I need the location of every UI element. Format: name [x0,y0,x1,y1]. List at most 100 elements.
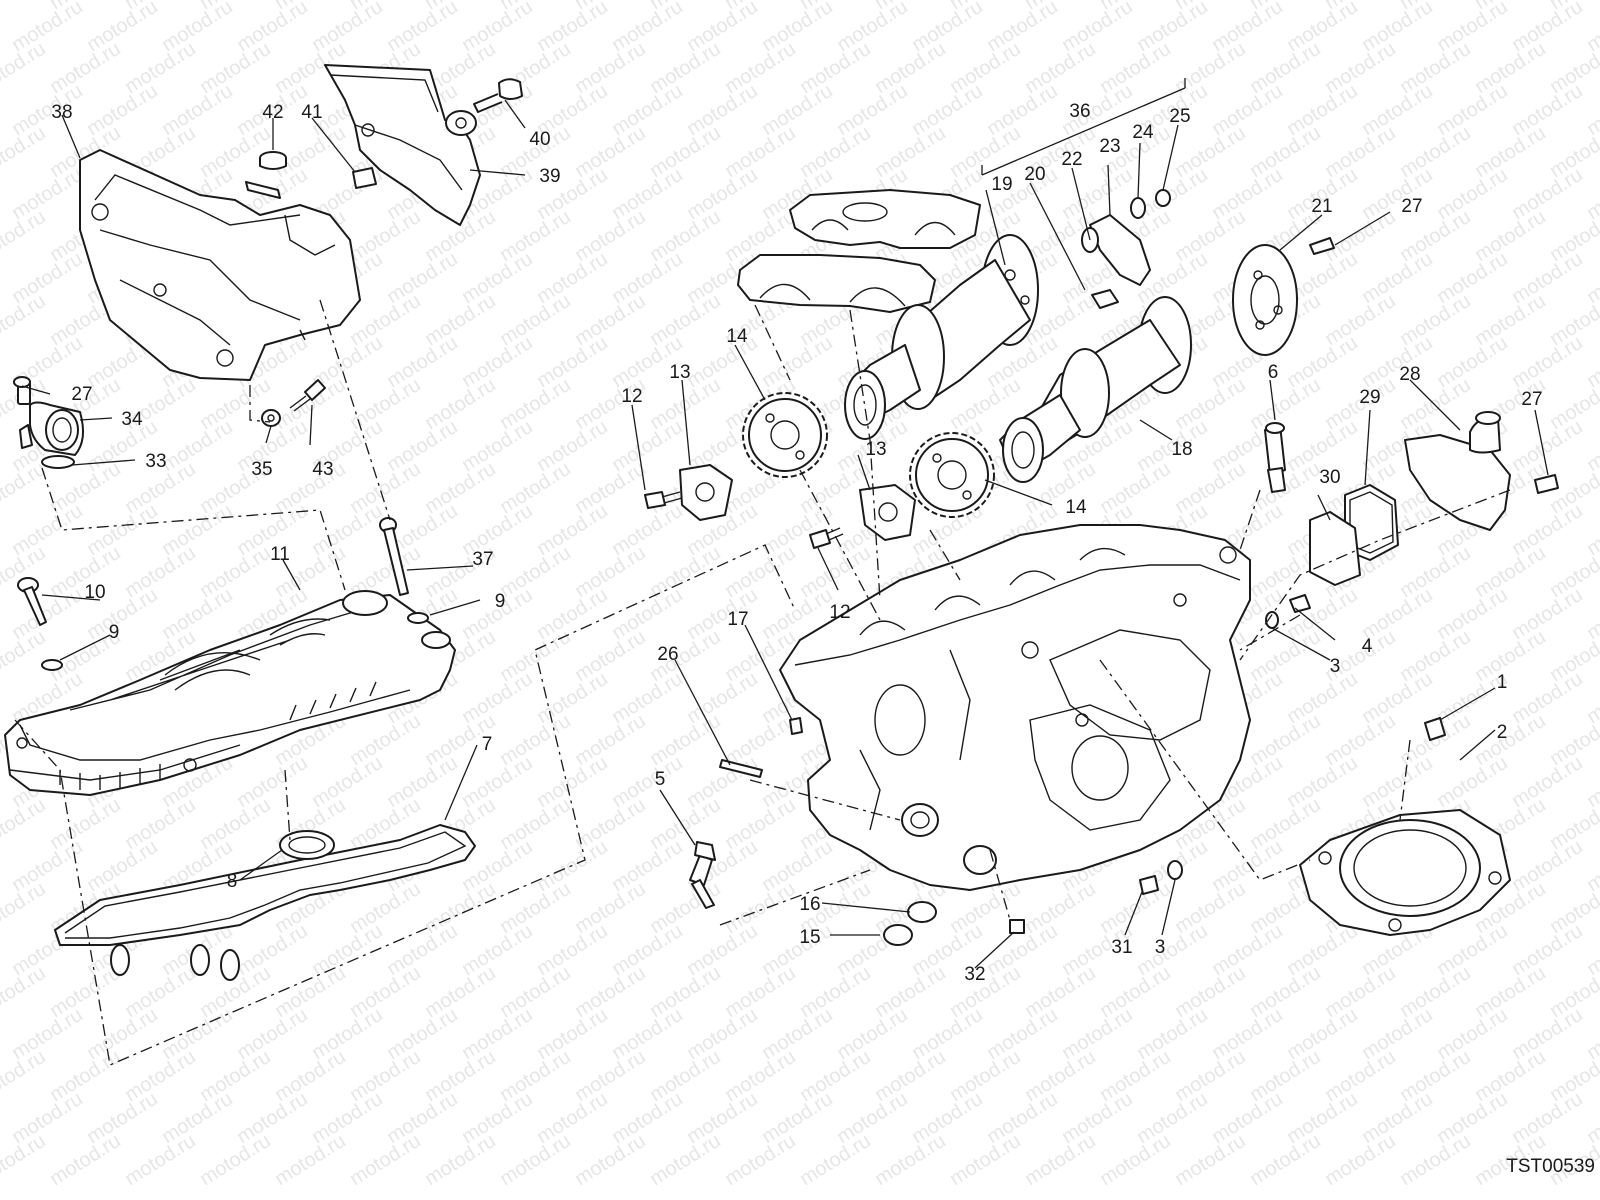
watermark-text: motod.ru [1396,122,1475,182]
watermark-text: motod.ru [271,962,350,1022]
assembly-lines [14,299,1511,1066]
watermark-text: motod.ru [1433,1004,1512,1064]
watermark-text: motod.ru [1171,374,1250,434]
valve-cover-11 [4,590,456,796]
watermark-text: motod.ru [1396,290,1475,350]
watermark-text: motod.ru [1433,248,1512,308]
watermark-text: motod.ru [196,374,275,434]
label-43: 43 [312,459,333,480]
watermark-text: motod.ru [946,38,1025,98]
watermark-text: motod.ru [833,80,912,140]
watermark-text: motod.ru [1283,0,1362,56]
label-12-lower: 12 [829,602,850,623]
watermark-text: motod.ru [1321,38,1400,98]
label-14-upper: 14 [726,326,748,347]
watermark-text: motod.ru [383,0,462,56]
watermark-text: motod.ru [908,1004,987,1064]
watermark-text: motod.ru [608,248,687,308]
watermark-text: motod.ru [1133,920,1212,980]
thermostat-housing-28 [1309,411,1559,586]
label-27-right: 27 [1521,389,1542,410]
watermark-text: motod.ru [1471,626,1550,686]
watermark-text: motod.ru [308,920,387,980]
watermark-text: motod.ru [533,1088,612,1148]
watermark-text: motod.ru [871,962,950,1022]
watermark-text: motod.ru [533,752,612,812]
watermark-text: motod.ru [721,794,800,854]
watermark-text: motod.ru [496,878,575,938]
watermark-text: motod.ru [496,794,575,854]
watermark-text: motod.ru [1058,1088,1137,1148]
watermark-text: motod.ru [196,794,275,854]
watermark-text: motod.ru [458,248,537,308]
watermark-text: motod.ru [683,0,762,56]
label-37: 37 [472,549,493,570]
watermark-text: motod.ru [758,332,837,392]
watermark-text: motod.ru [196,122,275,182]
watermark-text: motod.ru [1246,962,1325,1022]
drawing-code: TST00539 [1506,1156,1595,1177]
label-35: 35 [251,459,272,480]
watermark-text: motod.ru [833,1004,912,1064]
watermark-text: motod.ru [196,542,275,602]
watermark-text: motod.ru [646,710,725,770]
watermark-text: motod.ru [83,1004,162,1064]
watermark-text: motod.ru [308,1004,387,1064]
watermark-text: motod.ru [8,584,87,644]
watermark-text: motod.ru [1508,248,1587,308]
cam-caps [737,189,981,313]
watermark-text: motod.ru [1321,962,1400,1022]
watermark-text: motod.ru [0,1046,50,1106]
watermark-text: motod.ru [1321,1130,1400,1190]
gasket-7 [54,824,476,981]
watermark-text: motod.ru [571,458,650,518]
watermark-text: motod.ru [533,1004,612,1064]
watermark-text: motod.ru [1096,458,1175,518]
watermark-text: motod.ru [121,1130,200,1190]
label-34: 34 [121,409,143,430]
seal-8 [279,830,335,860]
gear-14-lower [909,432,995,518]
watermark-text: motod.ru [1246,794,1325,854]
watermark-text: motod.ru [721,1046,800,1106]
watermark-text: motod.ru [533,668,612,728]
watermark-text: motod.ru [646,206,725,266]
watermark-text: motod.ru [1171,962,1250,1022]
watermark-text: motod.ru [571,794,650,854]
watermark-text: motod.ru [1283,332,1362,392]
watermark-text: motod.ru [983,1088,1062,1148]
watermark-text: motod.ru [0,878,50,938]
watermark-text: motod.ru [1133,0,1212,56]
watermark-text: motod.ru [1471,290,1550,350]
watermark-text: motod.ru [8,836,87,896]
watermark-text: motod.ru [158,500,237,560]
watermark-text: motod.ru [871,1130,950,1190]
watermark-text: motod.ru [8,500,87,560]
watermark-text: motod.ru [1321,206,1400,266]
watermark-text: motod.ru [1358,80,1437,140]
watermark-text: motod.ru [346,1130,425,1190]
label-41: 41 [301,102,322,123]
watermark-text: motod.ru [1508,500,1587,560]
watermark-text: motod.ru [496,542,575,602]
watermark-text: motod.ru [0,122,50,182]
watermark-text: motod.ru [1508,1004,1587,1064]
watermark-text: motod.ru [121,1046,200,1106]
watermark-text: motod.ru [383,1088,462,1148]
watermark-text: motod.ru [158,1088,237,1148]
label-11: 11 [270,544,290,565]
watermark-text: motod.ru [608,752,687,812]
watermark-text: motod.ru [571,1130,650,1190]
watermark-text: motod.ru [0,626,50,686]
watermark-text: motod.ru [1208,836,1287,896]
watermark-text: motod.ru [1096,38,1175,98]
watermark-text: motod.ru [758,80,837,140]
watermark-text: motod.ru [1358,1088,1437,1148]
watermark-text: motod.ru [83,80,162,140]
fitting-34 [13,376,85,469]
label-13-upper: 13 [669,362,690,383]
watermark-text: motod.ru [308,1088,387,1148]
label-26: 26 [657,644,678,665]
watermark-text: motod.ru [383,920,462,980]
watermark-text: motod.ru [758,1004,837,1064]
